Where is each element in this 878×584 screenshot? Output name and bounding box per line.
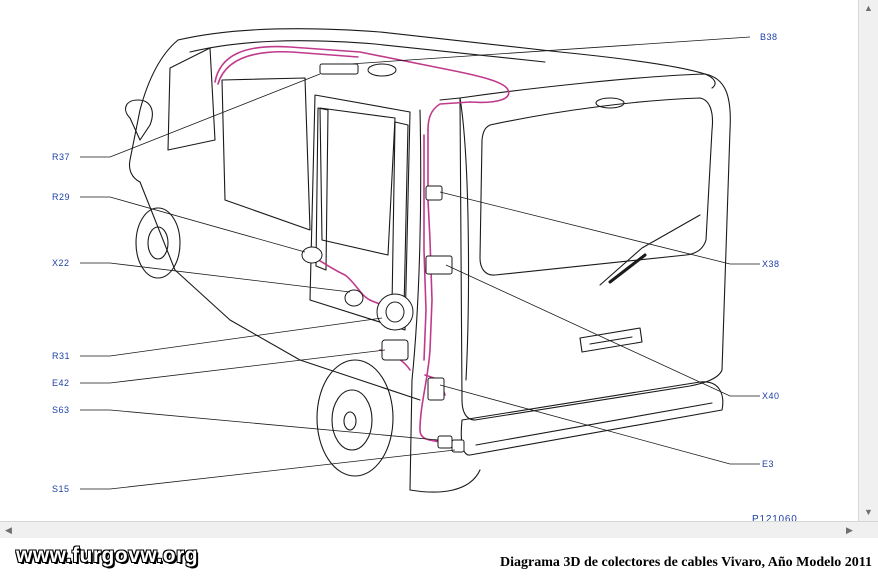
diagram-viewer: B38 R37 R29 X22 R31 E42 S63 S15 X38 X40 … [0,0,878,538]
connector-x38 [425,185,443,201]
sliding-door-window [319,107,396,256]
roof-light [595,97,625,109]
rear-tailgate [459,73,731,421]
van-wiring-diagram [80,28,760,493]
front-wheel [135,207,181,279]
label-s15: S15 [52,484,70,494]
leader-r31 [80,317,383,357]
van-roof [177,28,716,89]
site-watermark: www.furgovw.org [16,544,199,567]
connector-x40 [425,255,453,275]
label-x38: X38 [762,259,780,269]
connector-e3 [427,377,445,401]
connector-e42 [381,339,409,361]
rear-pillar [409,109,422,491]
label-e3: E3 [762,459,775,469]
connector-b38 [319,63,359,75]
rear-handle [579,327,643,353]
rear-wheel [316,359,394,477]
harness-rear-pillar [419,129,441,443]
scroll-right-icon[interactable]: ▶ [846,525,853,535]
vertical-scrollbar[interactable]: ▲ ▼ [858,0,878,538]
label-e42: E42 [52,378,70,388]
scroll-up-icon[interactable]: ▲ [864,3,873,13]
label-r37: R37 [52,152,71,162]
leader-r29 [80,196,306,253]
connector-x22 [344,289,364,307]
figure-reference: P121060 [752,514,798,525]
label-x22: X22 [52,258,70,268]
front-side-window [167,47,216,151]
rear-bumper [460,381,724,456]
label-r29: R29 [52,192,71,202]
label-r31: R31 [52,351,71,361]
scroll-down-icon[interactable]: ▼ [864,507,873,517]
scroll-left-icon[interactable]: ◀ [5,525,12,535]
rear-wiper [599,214,701,286]
footer [0,538,878,584]
connector-r29 [301,246,323,264]
horizontal-scrollbar[interactable]: ◀ ▶ [0,521,878,538]
leader-s15 [80,449,456,490]
leader-x22 [80,262,351,293]
diagram-caption: Diagrama 3D de colectores de cables Viva… [500,555,872,570]
leader-x40 [445,264,760,397]
van-body-side [128,39,179,183]
connector-roof [367,63,397,77]
leader-e42 [80,349,386,384]
connector-s15 [451,439,465,453]
sliding-door [309,94,411,331]
label-b38: B38 [760,32,778,42]
connector-s63 [437,435,453,449]
harness-roof [214,45,510,131]
leader-x38 [439,191,760,265]
leader-e3 [439,384,760,465]
leader-b38 [349,36,751,65]
leader-s63 [80,409,439,441]
label-x40: X40 [762,391,780,401]
leader-r37 [80,73,321,158]
label-s63: S63 [52,405,70,415]
rear-window [479,97,714,276]
middle-side-window [221,77,311,231]
